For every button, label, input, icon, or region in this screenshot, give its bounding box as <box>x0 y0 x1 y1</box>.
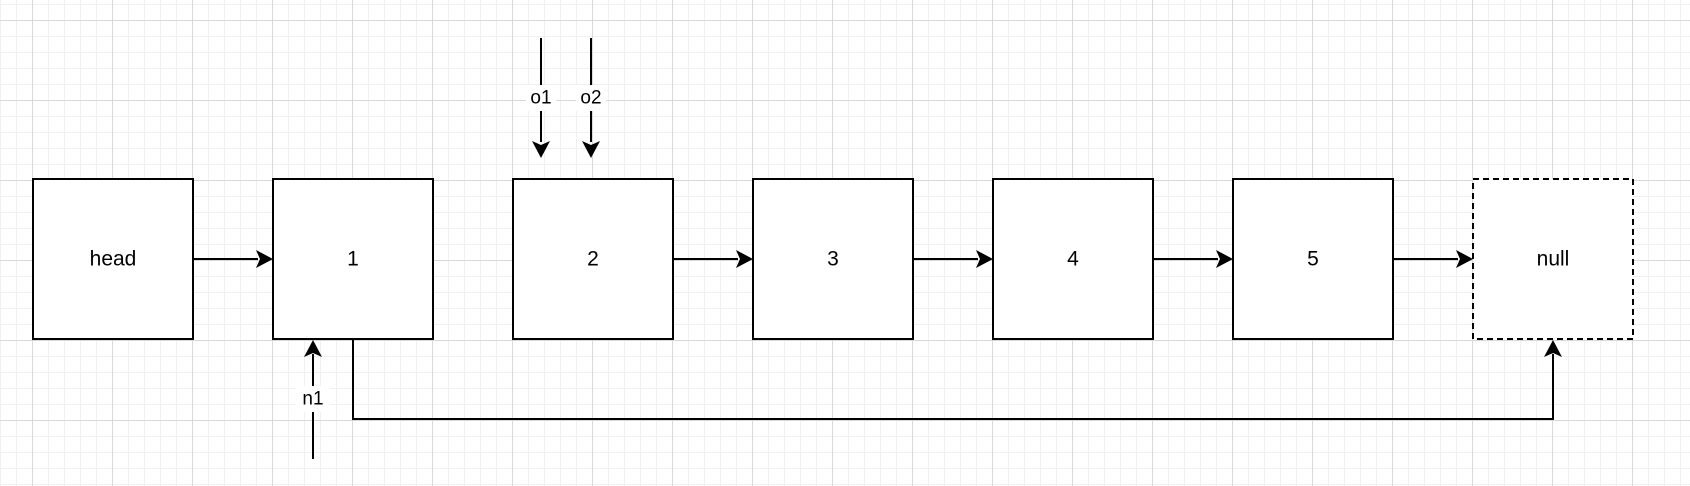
pointer-n1-label: n1 <box>302 389 323 410</box>
arrowhead-1-to-null <box>1544 340 1562 357</box>
pointer-o1-arrowhead <box>532 141 550 158</box>
node-4[interactable]: 4 <box>992 178 1154 340</box>
pointer-n1-arrowhead <box>304 340 322 357</box>
node-5[interactable]: 5 <box>1232 178 1394 340</box>
pointer-o2-arrowhead <box>582 141 600 158</box>
node-3-label: 3 <box>827 248 839 271</box>
node-head-label: head <box>90 248 137 271</box>
pointer-o2-label-bg <box>576 85 606 111</box>
node-5-box <box>1232 178 1394 340</box>
node-5-label: 5 <box>1307 248 1319 271</box>
arrowhead-4-to-5 <box>1216 250 1233 268</box>
node-2-box <box>512 178 674 340</box>
node-head-box <box>32 178 194 340</box>
pointers: o1 o2 n1 <box>296 38 606 459</box>
node-null[interactable]: null <box>1472 178 1634 340</box>
node-null-label: null <box>1537 248 1570 271</box>
pointer-o2-label: o2 <box>580 88 601 109</box>
node-head[interactable]: head <box>32 178 194 340</box>
edges <box>193 250 1562 420</box>
node-2-label: 2 <box>587 248 599 271</box>
node-3[interactable]: 3 <box>752 178 914 340</box>
node-1-label: 1 <box>347 248 359 271</box>
node-4-label: 4 <box>1067 248 1079 271</box>
nodes: head 1 2 3 4 5 null <box>32 178 1634 340</box>
node-3-box <box>752 178 914 340</box>
arrowhead-head-to-1 <box>256 250 273 268</box>
arrowhead-3-to-4 <box>976 250 993 268</box>
node-1[interactable]: 1 <box>272 178 434 340</box>
node-null-box <box>1472 178 1634 340</box>
node-2[interactable]: 2 <box>512 178 674 340</box>
arrowhead-2-to-3 <box>736 250 753 268</box>
node-4-box <box>992 178 1154 340</box>
arrowhead-5-to-null <box>1456 250 1473 268</box>
pointer-o1-label: o1 <box>530 88 551 109</box>
pointer-o1-label-bg <box>526 85 556 111</box>
node-1-box <box>272 178 434 340</box>
edge-1-to-null <box>352 339 1554 420</box>
pointer-n1-label-bg <box>296 386 330 412</box>
